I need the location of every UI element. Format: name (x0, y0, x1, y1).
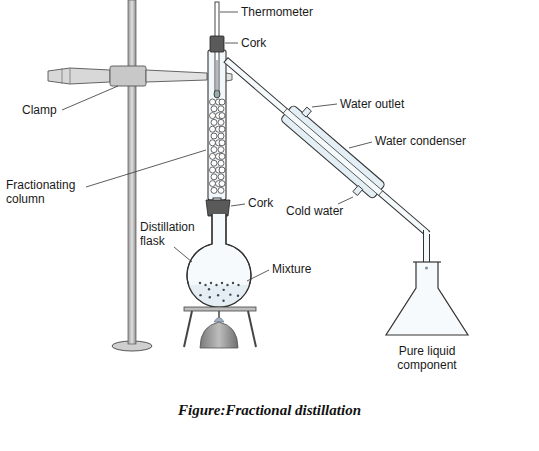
mixture-dot (199, 294, 201, 296)
fractionating-column (208, 50, 226, 218)
mixture-particles (199, 282, 240, 302)
mixture-dot (222, 289, 224, 291)
glass-bead (210, 113, 216, 119)
part-label: Mixture (272, 262, 352, 276)
glass-bead (211, 106, 217, 112)
glass-bead (218, 133, 224, 139)
retort-stand (112, 0, 152, 351)
part-label: Clamp (22, 103, 72, 117)
column-beads (210, 99, 226, 193)
mixture-dot (204, 284, 206, 286)
glass-bead (218, 147, 224, 153)
tripod-stand (184, 307, 256, 347)
mixture-dot (215, 284, 217, 286)
part-label: Cork (241, 36, 301, 50)
part-label: Thermometer (241, 5, 361, 19)
glass-bead (211, 147, 217, 153)
mixture-dot (232, 282, 234, 284)
part-label: Distillation flask (140, 220, 210, 248)
glass-bead (210, 126, 216, 132)
glass-bead (210, 99, 216, 105)
mixture-dot (199, 282, 201, 284)
mixture-dot (237, 295, 239, 297)
glass-bead (219, 153, 225, 159)
glass-bead (218, 174, 224, 180)
mixture-dot (226, 284, 228, 286)
mixture-dot (208, 288, 210, 290)
glass-bead (210, 167, 216, 173)
glass-bead (210, 153, 216, 159)
glass-bead (219, 167, 225, 173)
mixture-dot (237, 284, 239, 286)
mixture-dot (221, 282, 223, 284)
mixture-dot (217, 294, 219, 296)
glass-bead (218, 160, 224, 166)
glass-bead (218, 106, 224, 112)
mixture-dot (209, 296, 211, 298)
flask-cork (206, 200, 230, 216)
receiving-flask (386, 262, 468, 335)
glass-bead (211, 174, 217, 180)
glass-bead (219, 126, 225, 132)
delivery-tube-fill (424, 232, 429, 262)
distillation-flask (187, 214, 251, 307)
part-label: Water condenser (375, 134, 515, 148)
part-label: Fractionating column (6, 178, 106, 206)
glass-bead (211, 119, 217, 125)
glass-bead (210, 140, 216, 146)
glass-bead (219, 181, 225, 187)
part-label: Pure liquid component (382, 344, 472, 372)
figure-caption: Figure:Fractional distillation (0, 402, 539, 419)
burner (200, 318, 238, 349)
glass-bead (218, 187, 224, 193)
leader-lines (62, 12, 372, 281)
part-label: Water outlet (340, 97, 460, 111)
delivery-tube (424, 230, 430, 262)
top-cork (210, 36, 224, 52)
glass-bead (219, 113, 225, 119)
glass-bead (211, 187, 217, 193)
part-label: Cold water (286, 204, 356, 218)
glass-bead (211, 133, 217, 139)
glass-bead (211, 160, 217, 166)
mixture-dot (210, 282, 212, 284)
clamp (48, 66, 232, 86)
mixture-dot (222, 300, 224, 302)
glass-bead (219, 140, 225, 146)
glass-bead (210, 181, 216, 187)
glass-bead (218, 119, 224, 125)
glass-bead (219, 99, 225, 105)
mixture-dot (229, 293, 231, 295)
